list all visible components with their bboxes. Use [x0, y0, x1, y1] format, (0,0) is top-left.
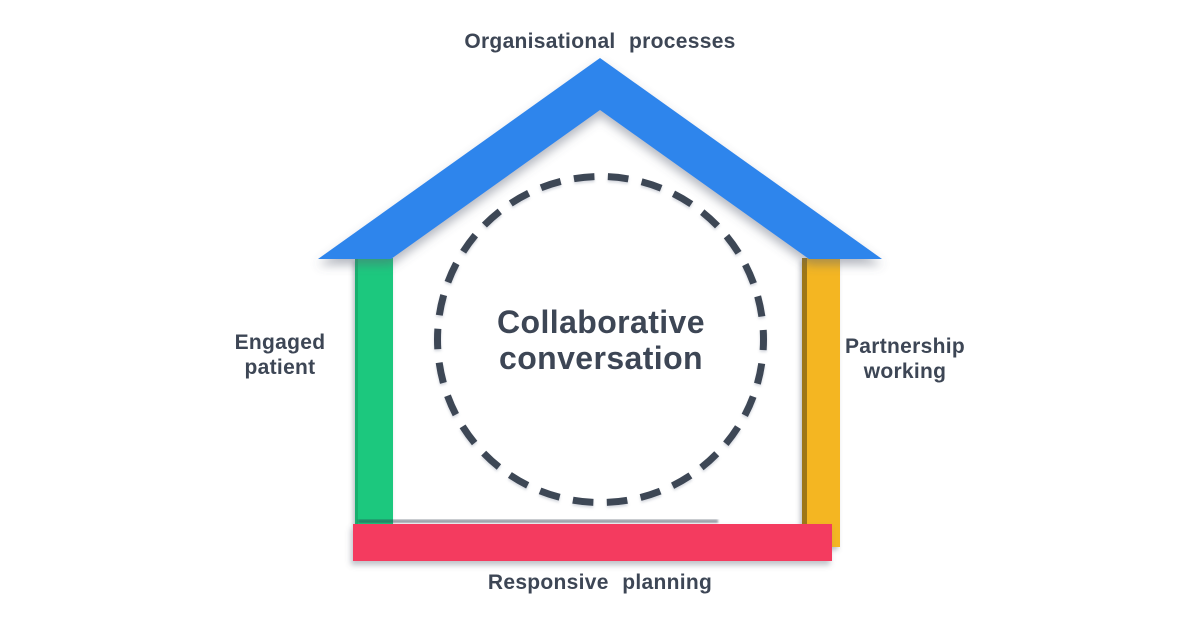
left-wall-shape: [355, 258, 393, 525]
left-wall-edge-shadow: [355, 258, 358, 525]
label-partnership-working-line1: Partnership: [845, 335, 965, 358]
center-title-line2: conversation: [499, 340, 703, 376]
right-wall-shape: [802, 258, 840, 547]
roof-shape: [318, 58, 882, 259]
base-bar-top-shadow: [358, 519, 718, 523]
center-title-line1: Collaborative: [497, 304, 705, 340]
label-organisational-processes: Organisational processes: [464, 30, 736, 53]
label-responsive-planning: Responsive planning: [487, 571, 713, 594]
label-partnership-working: Partnership working: [780, 334, 1030, 384]
label-engaged-patient-line1: Engaged: [234, 331, 326, 354]
label-engaged-patient-line2: patient: [244, 356, 316, 379]
right-wall-edge-shadow: [802, 258, 807, 547]
dashed-circle: [434, 173, 767, 506]
label-partnership-working-line2: working: [863, 360, 947, 383]
base-bar-shape: [353, 524, 832, 561]
center-title: Collaborative conversation: [450, 304, 752, 376]
label-engaged-patient: Engaged patient: [155, 330, 405, 380]
